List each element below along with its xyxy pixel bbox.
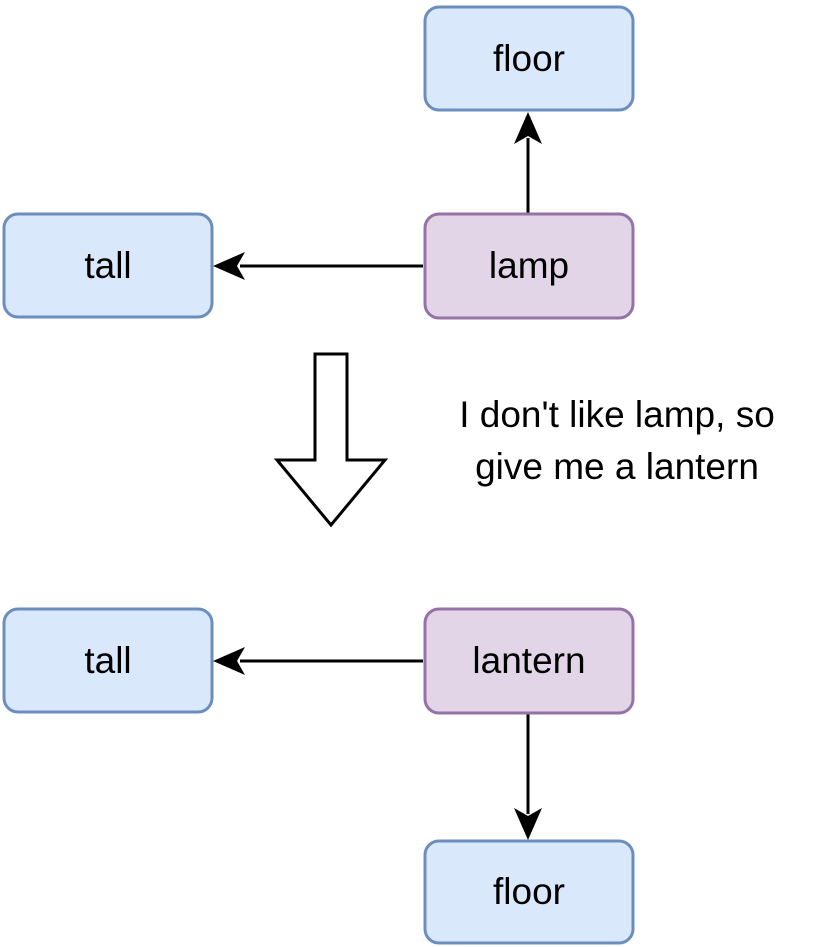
node-floor-top[interactable]: floor xyxy=(423,5,635,112)
edge-lamp-to-floor xyxy=(514,112,542,213)
edge-lamp-to-tall xyxy=(213,252,423,280)
caption-line-2: give me a lantern xyxy=(475,446,759,487)
node-lantern[interactable]: lantern xyxy=(423,607,635,715)
node-tall-top-label: tall xyxy=(84,245,131,286)
node-lantern-label: lantern xyxy=(472,640,585,681)
node-floor-bottom-label: floor xyxy=(493,871,565,912)
node-lamp-label: lamp xyxy=(489,245,569,286)
node-floor-bottom[interactable]: floor xyxy=(423,839,635,945)
before-graph: floor tall lamp xyxy=(2,5,635,320)
after-graph: tall lantern floor xyxy=(2,607,635,945)
node-tall-top[interactable]: tall xyxy=(2,212,214,319)
node-tall-bottom[interactable]: tall xyxy=(2,607,214,714)
hollow-down-arrow xyxy=(273,352,389,528)
node-floor-top-label: floor xyxy=(493,38,565,79)
transition: I don't like lamp, so give me a lantern xyxy=(273,352,775,528)
caption-line-1: I don't like lamp, so xyxy=(459,394,775,435)
node-tall-bottom-label: tall xyxy=(84,640,131,681)
edge-lantern-to-tall xyxy=(213,647,423,675)
node-lamp[interactable]: lamp xyxy=(423,212,635,320)
edge-lantern-to-floor xyxy=(514,714,542,840)
